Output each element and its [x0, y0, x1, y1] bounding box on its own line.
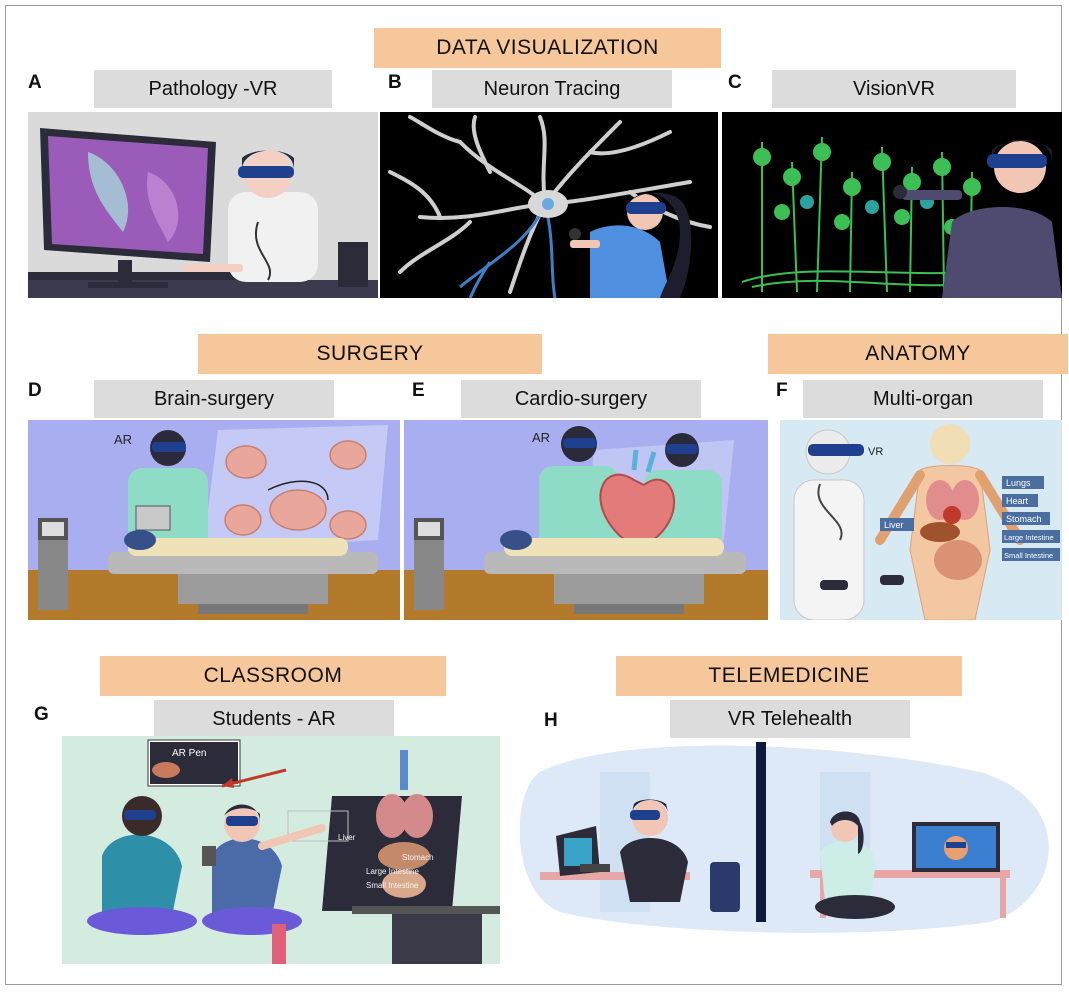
panel-d-brain-surgery-illustration: AR	[28, 420, 400, 620]
panel-h-telehealth-illustration	[520, 742, 1062, 936]
panel-title-brain-surgery: Brain-surgery	[94, 380, 334, 418]
panel-e-cardio-surgery-illustration: AR	[404, 420, 768, 620]
panel-letter-b: B	[388, 72, 402, 93]
panel-letter-c: C	[728, 72, 742, 93]
organ-label-stomach: Stomach	[1006, 514, 1042, 524]
board-label-large-intestine: Large Intestine	[366, 867, 419, 876]
organ-label-lungs: Lungs	[1006, 478, 1031, 488]
panel-title-multi-organ: Multi-organ	[803, 380, 1043, 418]
section-classroom: CLASSROOM	[100, 656, 446, 696]
panel-f-multi-organ-illustration: VR Lungs Heart Stomach Large Intestine S…	[780, 420, 1062, 620]
panel-letter-e: E	[412, 380, 425, 401]
board-label-liver: Liver	[338, 833, 356, 842]
section-anatomy: ANATOMY	[768, 334, 1068, 374]
panel-title-cardio-surgery: Cardio-surgery	[461, 380, 701, 418]
section-data-visualization: DATA VISUALIZATION	[374, 28, 721, 68]
organ-label-small-intestine: Small Intestine	[1004, 551, 1053, 560]
panel-a-pathology-illustration	[28, 112, 378, 298]
ar-label-e: AR	[532, 430, 550, 445]
organ-label-liver: Liver	[884, 520, 904, 530]
panel-b-neuron-illustration	[380, 112, 718, 298]
panel-g-classroom-illustration: AR Pen Liver Stomach Large Intestine Sma…	[62, 736, 500, 964]
ar-pen-label: AR Pen	[172, 748, 206, 759]
panel-title-students-ar: Students - AR	[154, 700, 394, 738]
panel-title-visionvr: VisionVR	[772, 70, 1016, 108]
organ-label-heart: Heart	[1006, 496, 1029, 506]
board-label-small-intestine: Small Intestine	[366, 881, 419, 890]
panel-title-vr-telehealth: VR Telehealth	[670, 700, 910, 738]
panel-letter-d: D	[28, 380, 42, 401]
vr-label: VR	[868, 446, 883, 458]
panel-letter-a: A	[28, 72, 42, 93]
section-telemedicine: TELEMEDICINE	[616, 656, 962, 696]
board-label-stomach: Stomach	[402, 853, 434, 862]
panel-letter-h: H	[544, 710, 558, 731]
section-surgery: SURGERY	[198, 334, 542, 374]
panel-letter-f: F	[776, 380, 788, 401]
panel-title-neuron-tracing: Neuron Tracing	[432, 70, 672, 108]
panel-title-pathology: Pathology -VR	[94, 70, 332, 108]
organ-label-large-intestine: Large Intestine	[1004, 533, 1054, 542]
panel-c-visionvr-illustration	[722, 112, 1062, 298]
panel-letter-g: G	[34, 704, 49, 725]
ar-label: AR	[114, 432, 132, 447]
